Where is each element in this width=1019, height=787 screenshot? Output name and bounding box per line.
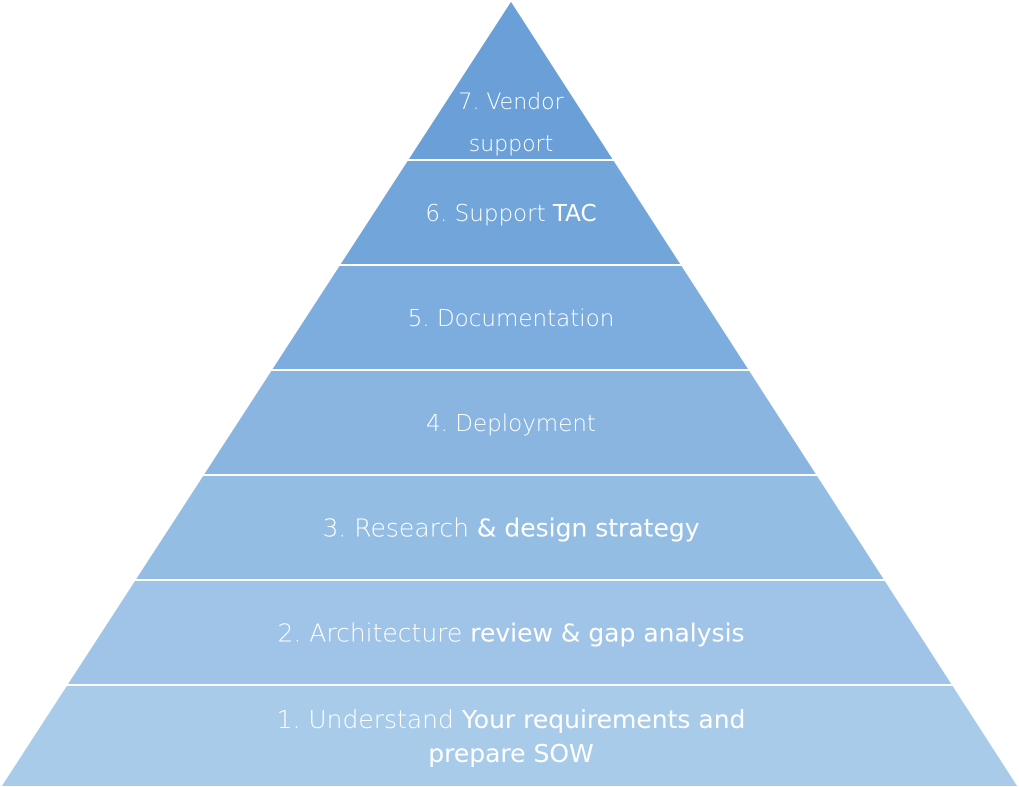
- level-3-label-segment: 3. Research: [322, 514, 476, 543]
- level-7-label-line-2: support: [469, 132, 553, 157]
- pyramid-level-1: [0, 684, 1019, 787]
- level-6-label-segment: 6. Support: [425, 201, 553, 227]
- level-7-label-segment: support: [469, 132, 553, 157]
- level-7-label-line-1: 7. Vendor: [458, 90, 564, 115]
- level-6-label-segment: TAC: [552, 201, 597, 227]
- level-3-label-line-1: 3. Research & design strategy: [322, 514, 699, 543]
- level-1-label-line-1: 1. Understand Your requirements and: [277, 705, 746, 734]
- level-1-label-line-2: prepare SOW: [428, 739, 594, 768]
- level-2-label-segment: 2. Architecture: [277, 619, 470, 648]
- level-4-label-segment: 4. Deployment: [426, 411, 596, 437]
- level-1-label-segment: prepare SOW: [428, 739, 594, 768]
- level-7-label-segment: 7. Vendor: [458, 90, 564, 115]
- level-5-label-segment: 5. Documentation: [408, 306, 615, 332]
- level-6-label-line-1: 6. Support TAC: [425, 201, 596, 227]
- level-1-label-segment: 1. Understand: [277, 705, 462, 734]
- level-3-label-segment: & design strategy: [477, 514, 700, 543]
- level-2-label-segment: review & gap analysis: [470, 619, 744, 648]
- level-4-label-line-1: 4. Deployment: [426, 411, 596, 437]
- level-2-label-line-1: 2. Architecture review & gap analysis: [277, 619, 744, 648]
- level-1-label-segment: Your requirements and: [461, 705, 746, 734]
- level-5-label-line-1: 5. Documentation: [408, 306, 615, 332]
